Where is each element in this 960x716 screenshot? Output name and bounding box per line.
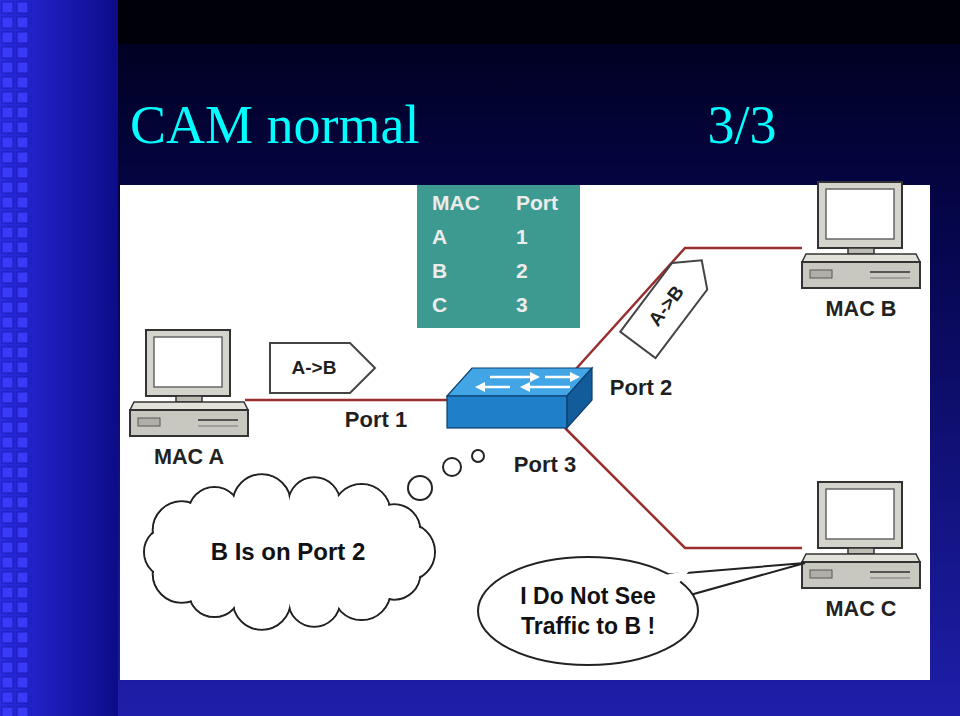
computer-icon xyxy=(128,328,250,438)
port-label: Port 2 xyxy=(608,374,675,402)
cloud-outline xyxy=(166,500,410,604)
switch-icon xyxy=(475,372,580,392)
network-wire xyxy=(565,428,802,548)
packet-label: A->B xyxy=(290,356,339,380)
port-label: Port 1 xyxy=(343,406,410,434)
speech-outline xyxy=(476,555,700,667)
table-header: Port xyxy=(516,190,558,216)
switch-icon xyxy=(520,382,530,392)
side-strip xyxy=(0,0,118,716)
host-label: MAC C xyxy=(800,594,922,624)
packet-tag xyxy=(270,343,375,393)
host-label: MAC B xyxy=(800,294,922,324)
computer-icon xyxy=(802,182,920,288)
cam-table: MAC PortA 1B 2C 3 xyxy=(417,185,580,328)
packet-tag xyxy=(620,247,719,358)
square-pattern xyxy=(0,0,32,716)
table-cell: 1 xyxy=(516,224,528,250)
speech-text: I Do Not See Traffic to B ! xyxy=(498,581,678,641)
slide-title: CAM normal xyxy=(130,92,420,158)
switch-icon xyxy=(490,376,535,379)
thought-bubble xyxy=(408,476,432,500)
table-header: MAC xyxy=(432,190,480,216)
computer-icon xyxy=(800,480,922,590)
table-cell: B xyxy=(432,258,447,284)
table-cell: A xyxy=(432,224,447,250)
switch-icon xyxy=(447,368,592,428)
switch-icon xyxy=(525,386,570,389)
thought-bubble xyxy=(443,458,461,476)
host-computer: MAC C xyxy=(800,480,922,626)
switch-icon xyxy=(475,382,485,392)
network-wire xyxy=(245,399,447,402)
switch-icon xyxy=(530,372,540,382)
switch-icon xyxy=(567,368,592,428)
host-computer: MAC A xyxy=(128,328,250,476)
thought-bubble xyxy=(472,450,484,462)
computer-icon xyxy=(802,482,920,588)
thought-text: B Is on Port 2 xyxy=(211,538,366,566)
table-cell: C xyxy=(432,292,447,318)
page-number: 3/3 xyxy=(705,93,779,157)
switch-icon xyxy=(570,372,580,382)
port-label: Port 3 xyxy=(512,451,579,479)
packet-tag xyxy=(620,247,719,358)
host-label: MAC A xyxy=(128,442,250,472)
network-wire xyxy=(575,248,802,370)
host-computer: MAC B xyxy=(800,180,922,326)
switch-icon xyxy=(447,396,567,428)
computer-icon xyxy=(130,330,248,436)
thought-cloud: B Is on Port 2 xyxy=(140,478,436,626)
thought-bubble xyxy=(408,450,484,500)
top-bar xyxy=(118,0,960,44)
speech-outline xyxy=(478,557,698,665)
computer-icon xyxy=(800,180,922,290)
table-cell: 2 xyxy=(516,258,528,284)
speech-bubble: I Do Not See Traffic to B ! xyxy=(476,555,700,667)
table-cell: 3 xyxy=(516,292,528,318)
